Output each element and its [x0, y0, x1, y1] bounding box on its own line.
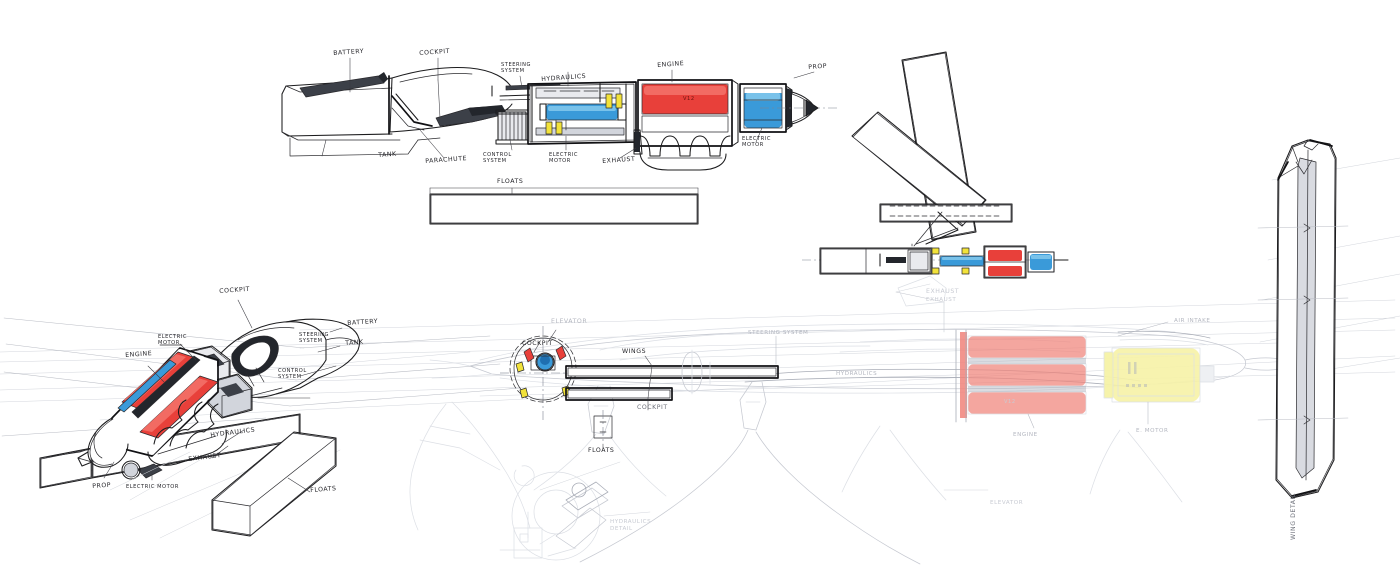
- label-electric-motor-mid-side: ELECTRIC MOTOR: [549, 152, 578, 165]
- ghost-plan-view: [0, 291, 1396, 565]
- label-steering-system-side: STEERING SYSTEM: [501, 62, 531, 75]
- control-system-block: [495, 109, 529, 145]
- label-engine-plan: ENGINE: [1013, 432, 1038, 438]
- label-wing-detail: WING DETAIL: [1290, 493, 1297, 540]
- iso-leaders: [103, 299, 343, 501]
- label-floats-side: FLOATS: [497, 178, 524, 185]
- ghost-hydraulics-detail-study: [499, 461, 651, 561]
- label-steering-system-iso: STEERING SYSTEM: [299, 332, 329, 345]
- label-electric-motor-bottom-iso: ELECTRIC MOTOR: [126, 484, 179, 490]
- label-electric-motor-front-side: ELECTRIC MOTOR: [742, 136, 771, 149]
- label-e-motor-plan: E. MOTOR: [1136, 428, 1169, 434]
- label-engine-mark-plan: V12: [1004, 399, 1016, 405]
- label-cockpit-front-top: COCKPIT: [522, 340, 553, 347]
- label-exhaust-plan: EXHAUST: [926, 297, 957, 303]
- label-hydraulics-detail-plan: HYDRAULICS DETAIL: [610, 519, 652, 532]
- front-rotor-nacelles: [515, 345, 571, 399]
- label-tank-side: TANK: [378, 150, 397, 159]
- cockpit-canopy: [388, 67, 513, 135]
- floats-bar: [429, 193, 699, 225]
- label-exhaust-rotor-study: EXHAUST: [926, 288, 960, 295]
- prop-indicator: [760, 99, 838, 117]
- ghost-engine-block: [955, 329, 1087, 423]
- iso-float-right: [211, 431, 337, 537]
- label-electric-motor-top-iso: ELECTRIC MOTOR: [158, 334, 187, 347]
- label-air-intake-plan: AIR INTAKE: [1174, 318, 1211, 324]
- rotor-blade-study: [802, 51, 1069, 307]
- label-cockpit-front-lower: COCKPIT: [637, 404, 668, 411]
- label-prop-side: PROP: [808, 62, 828, 71]
- label-control-system-iso: CONTROL SYSTEM: [278, 368, 307, 381]
- label-tank-iso: TANK: [345, 338, 364, 347]
- label-elevator-plan: ELEVATOR: [990, 500, 1024, 506]
- ghost-electric-motor: [1103, 347, 1215, 403]
- iso-engine-block: [77, 347, 227, 480]
- side-cutaway-view: [281, 57, 838, 225]
- rotor-drivetrain-stick: [802, 245, 1069, 279]
- engine-block: [633, 79, 739, 171]
- battery-block: [299, 72, 388, 98]
- isometric-cutaway-view: [1, 299, 521, 539]
- electric-motor-front: [739, 83, 815, 133]
- label-wings-front: WINGS: [622, 348, 647, 355]
- label-engine-mark-side: V12: [683, 96, 695, 102]
- front-wing-bars: [565, 349, 779, 401]
- label-prop-iso: PROP: [92, 481, 112, 490]
- label-floats-front: FLOATS: [588, 447, 615, 454]
- side-view-leaders: [321, 57, 815, 195]
- label-hydraulics-plan: HYDRAULICS: [836, 371, 878, 377]
- front-floats-callout: [593, 410, 613, 444]
- wing-detail-view: [1257, 139, 1400, 499]
- label-elevator-front: ELEVATOR: [551, 318, 588, 325]
- label-control-system-side: CONTROL SYSTEM: [483, 152, 512, 165]
- label-steering-system-plan: STEERING SYSTEM: [748, 330, 809, 336]
- hydraulics-bay: [527, 81, 637, 145]
- front-elevation-view: [500, 326, 779, 449]
